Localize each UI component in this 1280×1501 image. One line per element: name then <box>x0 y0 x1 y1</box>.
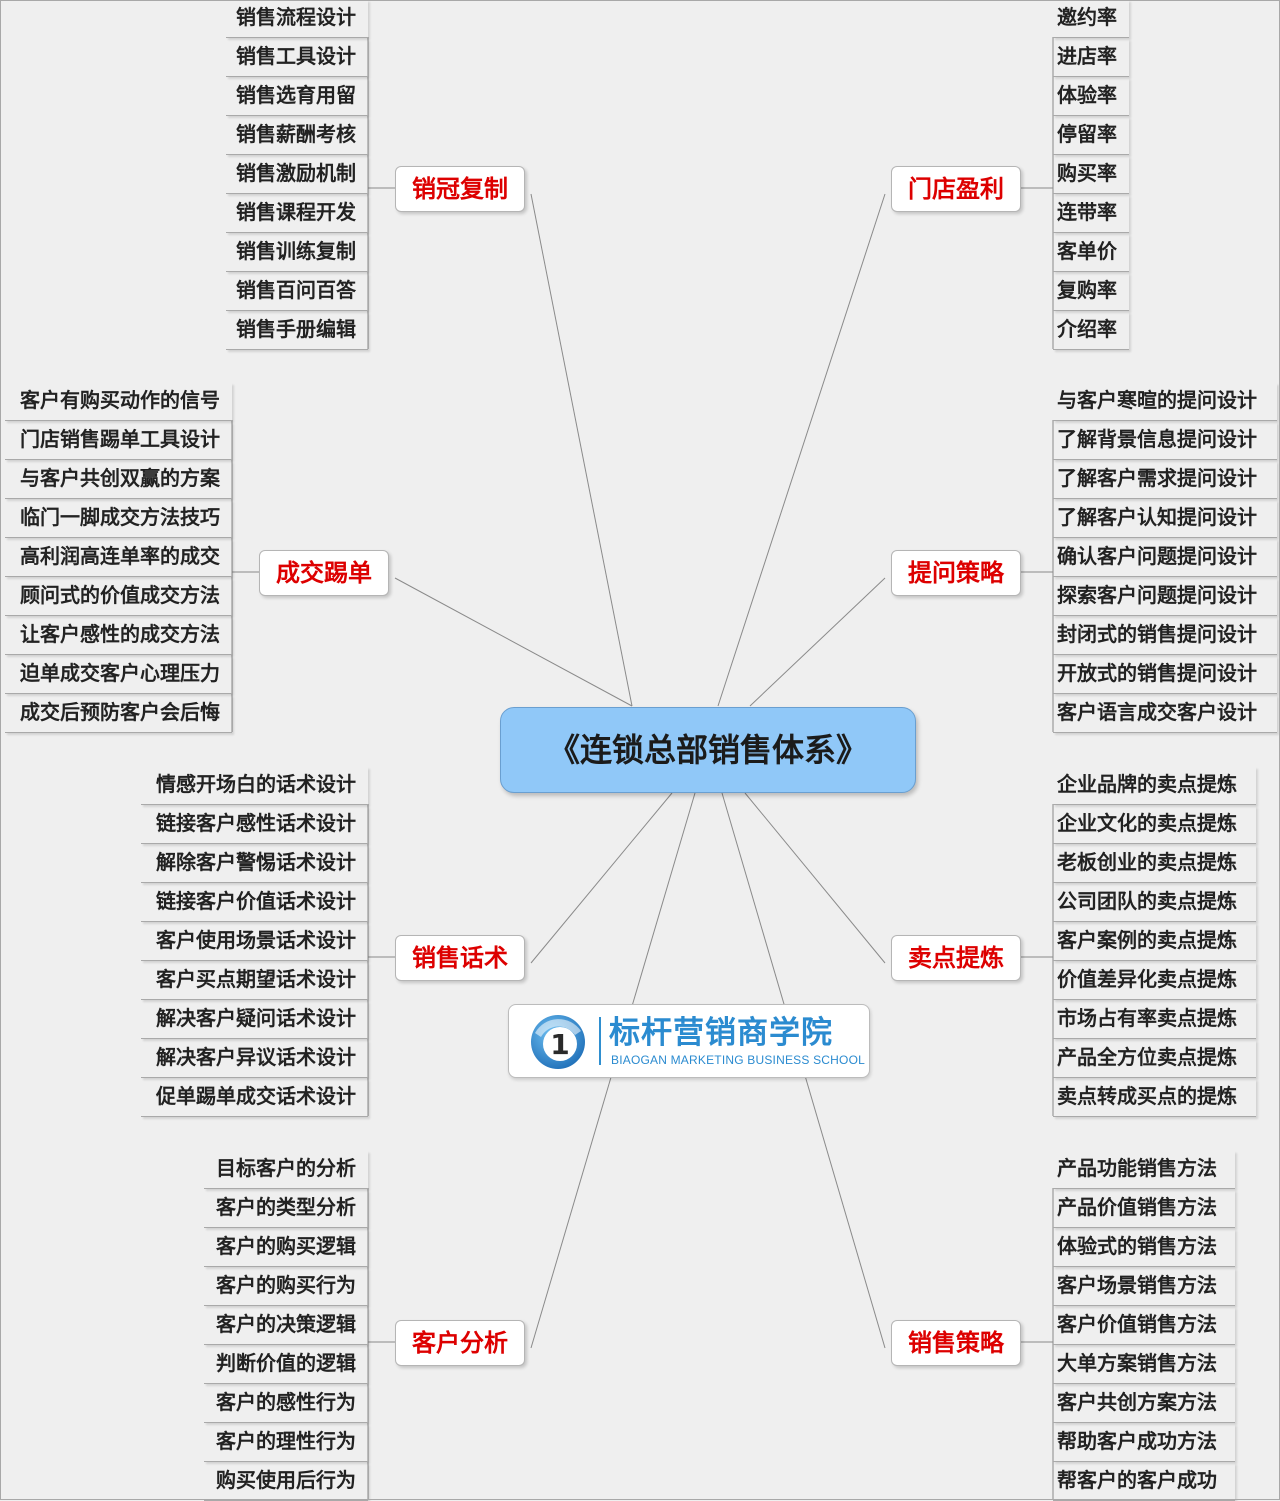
leaf-xscl-6: 大单方案销售方法 <box>1053 1346 1235 1384</box>
leaf-cjtd-3: 与客户共创双赢的方案 <box>5 461 232 499</box>
leaf-twcl-3: 了解客户需求提问设计 <box>1053 461 1277 499</box>
spoke-twcl <box>749 577 886 707</box>
logo-divider <box>599 1017 601 1065</box>
leaf-mdyl-6: 连带率 <box>1053 195 1129 233</box>
leaf-xgfz-8: 销售百问百答 <box>226 273 368 311</box>
leaf-xgfz-9: 销售手册编辑 <box>226 312 368 350</box>
leaf-mdyl-3: 体验率 <box>1053 78 1129 116</box>
leaf-xshs-1: 情感开场白的话术设计 <box>141 767 368 805</box>
leaf-xscl-8: 帮助客户成功方法 <box>1053 1424 1235 1462</box>
branch-xgfz: 销冠复制 <box>395 166 525 212</box>
leaf-khfx-2: 客户的类型分析 <box>204 1190 368 1228</box>
leaf-xshs-9: 促单踢单成交话术设计 <box>141 1079 368 1117</box>
leaf-khfx-4: 客户的购买行为 <box>204 1268 368 1306</box>
branch-mdtl: 卖点提炼 <box>891 935 1021 981</box>
leaf-twcl-6: 探索客户问题提问设计 <box>1053 578 1277 616</box>
leaf-xshs-6: 客户买点期望话术设计 <box>141 962 368 1000</box>
leaf-twcl-8: 开放式的销售提问设计 <box>1053 656 1277 694</box>
leaf-xscl-5: 客户价值销售方法 <box>1053 1307 1235 1345</box>
leaf-khfx-5: 客户的决策逻辑 <box>204 1307 368 1345</box>
logo-emblem-number: 1 <box>550 1028 569 1061</box>
leaf-mdtl-9: 卖点转成买点的提炼 <box>1053 1079 1256 1117</box>
leaf-xscl-7: 客户共创方案方法 <box>1053 1385 1235 1423</box>
leaf-xscl-3: 体验式的销售方法 <box>1053 1229 1235 1267</box>
leaf-mdyl-8: 复购率 <box>1053 273 1129 311</box>
school-logo: 1 标杆营销商学院 BIAOGAN MARKETING BUSINESS SCH… <box>508 1004 870 1078</box>
leaf-cjtd-1: 客户有购买动作的信号 <box>5 383 232 421</box>
leaf-mdtl-8: 产品全方位卖点提炼 <box>1053 1040 1256 1078</box>
leaf-mdyl-9: 介绍率 <box>1053 312 1129 350</box>
branch-twcl: 提问策略 <box>891 550 1021 596</box>
leaf-xscl-2: 产品价值销售方法 <box>1053 1190 1235 1228</box>
leaf-xgfz-4: 销售薪酬考核 <box>226 117 368 155</box>
leaf-xscl-9: 帮客户的客户成功 <box>1053 1463 1235 1501</box>
logo-emblem-icon: 1 <box>531 1015 585 1069</box>
logo-title-cn: 标杆营销商学院 <box>609 1015 833 1051</box>
leaf-xshs-2: 链接客户感性话术设计 <box>141 806 368 844</box>
leaf-xshs-7: 解决客户疑问话术设计 <box>141 1001 368 1039</box>
branch-cjtd: 成交踢单 <box>259 550 389 596</box>
spoke-cjtd <box>394 577 633 707</box>
leaf-xshs-5: 客户使用场景话术设计 <box>141 923 368 961</box>
leaf-cjtd-6: 顾问式的价值成交方法 <box>5 578 232 616</box>
branch-xscl: 销售策略 <box>891 1320 1021 1366</box>
leaf-twcl-1: 与客户寒暄的提问设计 <box>1053 383 1277 421</box>
spoke-xshs <box>530 792 673 964</box>
leaf-khfx-1: 目标客户的分析 <box>204 1151 368 1189</box>
leaf-twcl-2: 了解背景信息提问设计 <box>1053 422 1277 460</box>
leaf-xgfz-7: 销售训练复制 <box>226 234 368 272</box>
leaf-khfx-9: 购买使用后行为 <box>204 1463 368 1501</box>
leaf-khfx-8: 客户的理性行为 <box>204 1424 368 1462</box>
leaf-mdyl-4: 停留率 <box>1053 117 1129 155</box>
leaf-xshs-3: 解除客户警惕话术设计 <box>141 845 368 883</box>
leaf-twcl-7: 封闭式的销售提问设计 <box>1053 617 1277 655</box>
leaf-mdtl-5: 客户案例的卖点提炼 <box>1053 923 1256 961</box>
central-topic: 《连锁总部销售体系》 <box>500 707 916 793</box>
leaf-mdtl-2: 企业文化的卖点提炼 <box>1053 806 1256 844</box>
leaf-xgfz-1: 销售流程设计 <box>226 0 368 38</box>
leaf-mdtl-4: 公司团队的卖点提炼 <box>1053 884 1256 922</box>
leaf-mdtl-6: 价值差异化卖点提炼 <box>1053 962 1256 1000</box>
leaf-mdyl-7: 客单价 <box>1053 234 1129 272</box>
leaf-cjtd-9: 成交后预防客户会后悔 <box>5 695 232 733</box>
leaf-khfx-3: 客户的购买逻辑 <box>204 1229 368 1267</box>
leaf-mdyl-5: 购买率 <box>1053 156 1129 194</box>
leaf-twcl-9: 客户语言成交客户设计 <box>1053 695 1277 733</box>
branch-xshs: 销售话术 <box>395 935 525 981</box>
leaf-twcl-5: 确认客户问题提问设计 <box>1053 539 1277 577</box>
leaf-mdyl-2: 进店率 <box>1053 39 1129 77</box>
leaf-xgfz-3: 销售选育用留 <box>226 78 368 116</box>
leaf-khfx-6: 判断价值的逻辑 <box>204 1346 368 1384</box>
leaf-xgfz-6: 销售课程开发 <box>226 195 368 233</box>
leaf-xshs-8: 解决客户异议话术设计 <box>141 1040 368 1078</box>
leaf-cjtd-4: 临门一脚成交方法技巧 <box>5 500 232 538</box>
spoke-mdtl <box>744 792 886 964</box>
spoke-mdyl <box>717 193 886 707</box>
leaf-khfx-7: 客户的感性行为 <box>204 1385 368 1423</box>
leaf-mdtl-3: 老板创业的卖点提炼 <box>1053 845 1256 883</box>
leaf-xgfz-5: 销售激励机制 <box>226 156 368 194</box>
leaf-mdtl-7: 市场占有率卖点提炼 <box>1053 1001 1256 1039</box>
leaf-xgfz-2: 销售工具设计 <box>226 39 368 77</box>
leaf-xscl-4: 客户场景销售方法 <box>1053 1268 1235 1306</box>
spoke-xgfz <box>530 193 633 707</box>
leaf-xscl-1: 产品功能销售方法 <box>1053 1151 1235 1189</box>
leaf-mdtl-1: 企业品牌的卖点提炼 <box>1053 767 1256 805</box>
leaf-xshs-4: 链接客户价值话术设计 <box>141 884 368 922</box>
branch-khfx: 客户分析 <box>395 1320 525 1366</box>
leaf-twcl-4: 了解客户认知提问设计 <box>1053 500 1277 538</box>
branch-mdyl: 门店盈利 <box>891 166 1021 212</box>
leaf-cjtd-8: 迫单成交客户心理压力 <box>5 656 232 694</box>
leaf-mdyl-1: 邀约率 <box>1053 0 1129 38</box>
leaf-cjtd-7: 让客户感性的成交方法 <box>5 617 232 655</box>
leaf-cjtd-5: 高利润高连单率的成交 <box>5 539 232 577</box>
logo-subtitle-en: BIAOGAN MARKETING BUSINESS SCHOOL <box>611 1053 865 1067</box>
leaf-cjtd-2: 门店销售踢单工具设计 <box>5 422 232 460</box>
